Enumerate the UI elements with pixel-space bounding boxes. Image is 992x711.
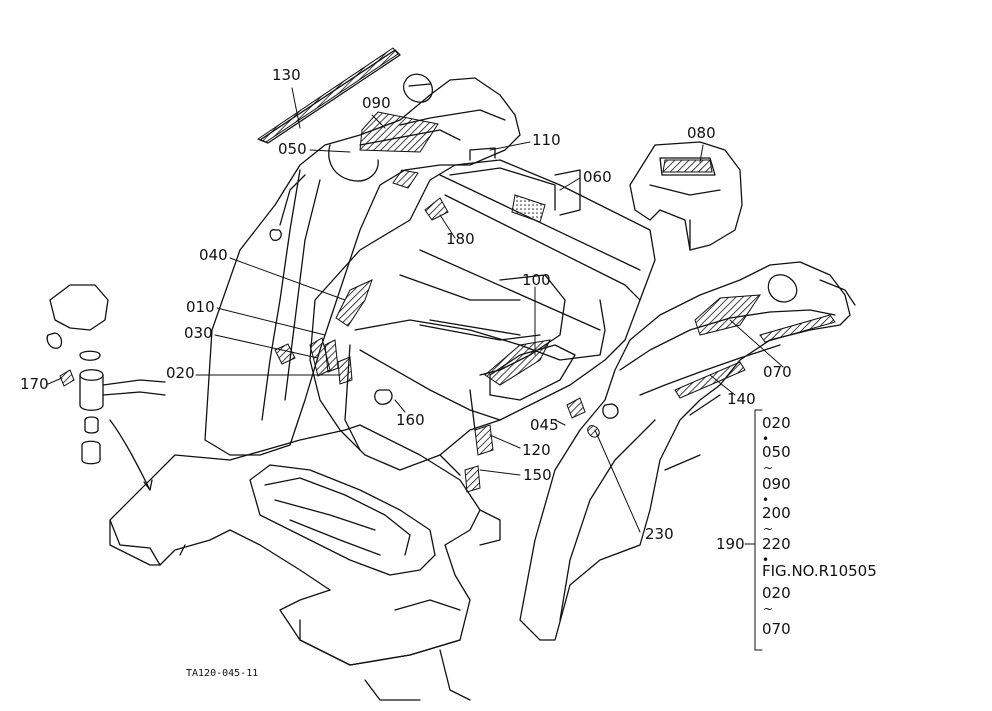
label-040-hatch (335, 279, 373, 327)
legend-fig-reference: FIG.NO.R10505 (762, 562, 877, 580)
callout-170: 170 (20, 375, 49, 393)
right-fender (519, 261, 856, 641)
callout-110: 110 (532, 131, 561, 149)
legend-tilde-separator: ~ (763, 461, 774, 475)
callout-090: 090 (362, 94, 391, 112)
legend-dot-separator: • (762, 493, 770, 507)
legend-tilde-separator: ~ (763, 602, 774, 616)
callout-060: 060 (583, 168, 612, 186)
legend-item-020b: 020 (762, 584, 791, 602)
legend-item-020: 020 (762, 414, 791, 432)
callout-140: 140 (727, 390, 756, 408)
callout-070: 070 (763, 363, 792, 381)
label-060-dots (511, 194, 546, 223)
callout-010: 010 (186, 298, 215, 316)
callout-180: 180 (446, 230, 475, 248)
callout-080: 080 (687, 124, 716, 142)
legend-item-050: 050 (762, 443, 791, 461)
callout-020: 020 (166, 364, 195, 382)
legend-tilde-separator: ~ (763, 522, 774, 536)
label-150-hatch (464, 465, 481, 493)
callout-150: 150 (523, 466, 552, 484)
callout-030: 030 (184, 324, 213, 342)
label-090-hatch (359, 111, 439, 153)
legend-item-090: 090 (762, 475, 791, 493)
callout-230: 230 (645, 525, 674, 543)
legend-dot-separator: • (762, 432, 770, 446)
label-120-hatch (474, 424, 494, 456)
hatched-labels (59, 47, 836, 493)
label-020-hatch (337, 356, 353, 385)
label-070-hatch (694, 294, 761, 336)
callout-045: 045 (530, 416, 559, 434)
label-hatch-small (392, 169, 419, 189)
callout-160: 160 (396, 411, 425, 429)
drawing-id: TA120-045-11 (186, 668, 259, 679)
central-console (309, 147, 656, 471)
label-030-hatch (274, 343, 296, 365)
top-cover-panel (629, 141, 743, 251)
label-080-hatch (662, 159, 713, 173)
legend-item-200: 200 (762, 504, 791, 522)
label-130-hatch (256, 47, 399, 143)
label-140-hatch (674, 361, 746, 399)
legend-item-070: 070 (762, 620, 791, 638)
callout-100: 100 (522, 271, 551, 289)
callout-050: 050 (278, 140, 307, 158)
callout-130: 130 (272, 66, 301, 84)
label-100-hatch (484, 339, 551, 386)
callout-190: 190 (716, 535, 745, 553)
label-180-hatch (424, 197, 449, 221)
callout-040: 040 (199, 246, 228, 264)
label-045-hatch (566, 397, 586, 419)
label-010b-hatch (324, 339, 339, 373)
legend-item-220: 220 (762, 535, 791, 553)
legend-dot-separator: • (762, 553, 770, 567)
callout-120: 120 (522, 441, 551, 459)
label-070b-hatch (759, 314, 836, 343)
label-230-hatch (587, 425, 600, 438)
coupling-assembly (46, 284, 166, 491)
left-fender-body (204, 73, 521, 456)
floor-pan (109, 424, 501, 701)
label-170-hatch (59, 369, 75, 387)
